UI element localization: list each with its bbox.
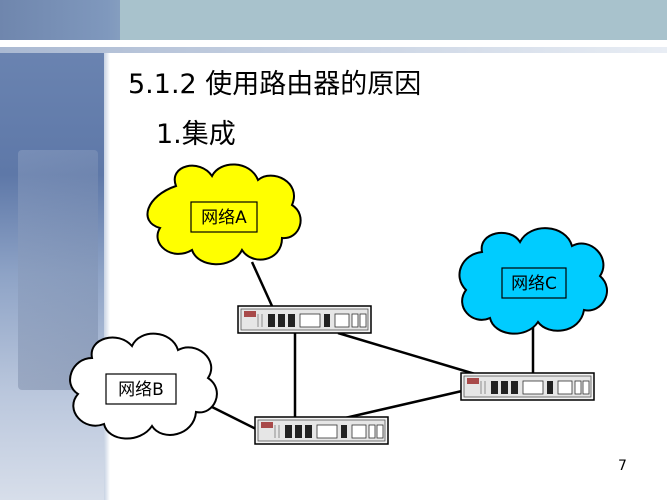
slide-title: 5.1.2 使用路由器的原因: [128, 69, 422, 100]
router-3: [460, 372, 595, 401]
links: [197, 261, 535, 434]
top-band-light: [120, 0, 667, 40]
network-a-cloud: 网络A: [146, 163, 302, 266]
page-number: 7: [618, 458, 627, 474]
network-a-label: 网络A: [201, 208, 247, 228]
router-1: [237, 305, 372, 334]
link-r2-r3: [344, 386, 476, 420]
slide-subtitle: 1.集成: [156, 119, 236, 150]
left-decorative-band: [0, 0, 107, 500]
network-b-label: 网络B: [118, 380, 164, 400]
network-c-cloud: 网络C: [458, 227, 608, 335]
link-a-r1: [250, 261, 274, 307]
network-c-label-box: [501, 267, 567, 299]
top-rule-shadow: [0, 47, 667, 53]
left-band-edge: [104, 0, 110, 500]
top-rule: [0, 40, 595, 47]
network-b-label-box: [105, 373, 177, 405]
router-2: [254, 416, 389, 445]
cloud-c-shape: [458, 227, 608, 335]
link-r1-r3: [337, 331, 476, 376]
cloud-b-shape: [69, 332, 218, 440]
network-b-cloud: 网络B: [69, 332, 218, 440]
network-c-label: 网络C: [511, 274, 557, 294]
network-a-label-box: [190, 201, 258, 233]
cloud-a-shape: [146, 163, 302, 266]
left-band-image: [18, 150, 98, 390]
